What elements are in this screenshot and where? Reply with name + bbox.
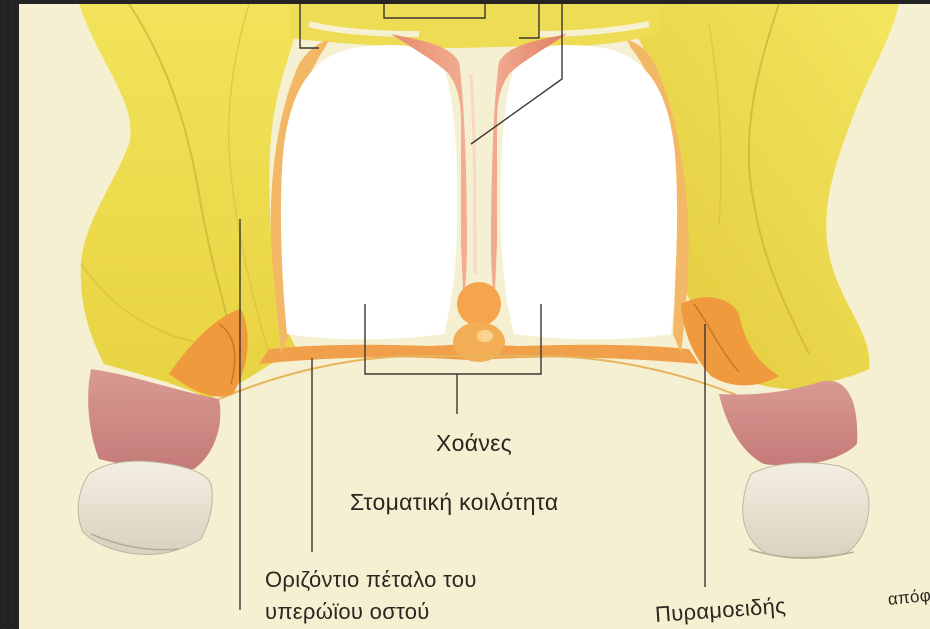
left-choana — [281, 45, 458, 339]
label-choanae: Χοάνες — [436, 430, 512, 457]
right-molar-tooth — [743, 463, 869, 559]
left-molar-tooth — [78, 461, 212, 554]
label-horizontal-plate-line1: Οριζόντιο πέταλο του — [265, 567, 477, 593]
left-pterygoid-bone — [79, 4, 304, 399]
right-choana — [501, 45, 678, 339]
right-muscle-tissue — [719, 381, 857, 466]
skull-choanae-diagram — [19, 4, 930, 629]
anatomy-illustration: Χοάνες Στοματική κοιλότητα Οριζόντιο πέτ… — [19, 4, 930, 629]
label-oral-cavity: Στοματική κοιλότητα — [350, 489, 558, 516]
label-horizontal-plate-line2: υπερώϊου οστού — [265, 599, 430, 625]
